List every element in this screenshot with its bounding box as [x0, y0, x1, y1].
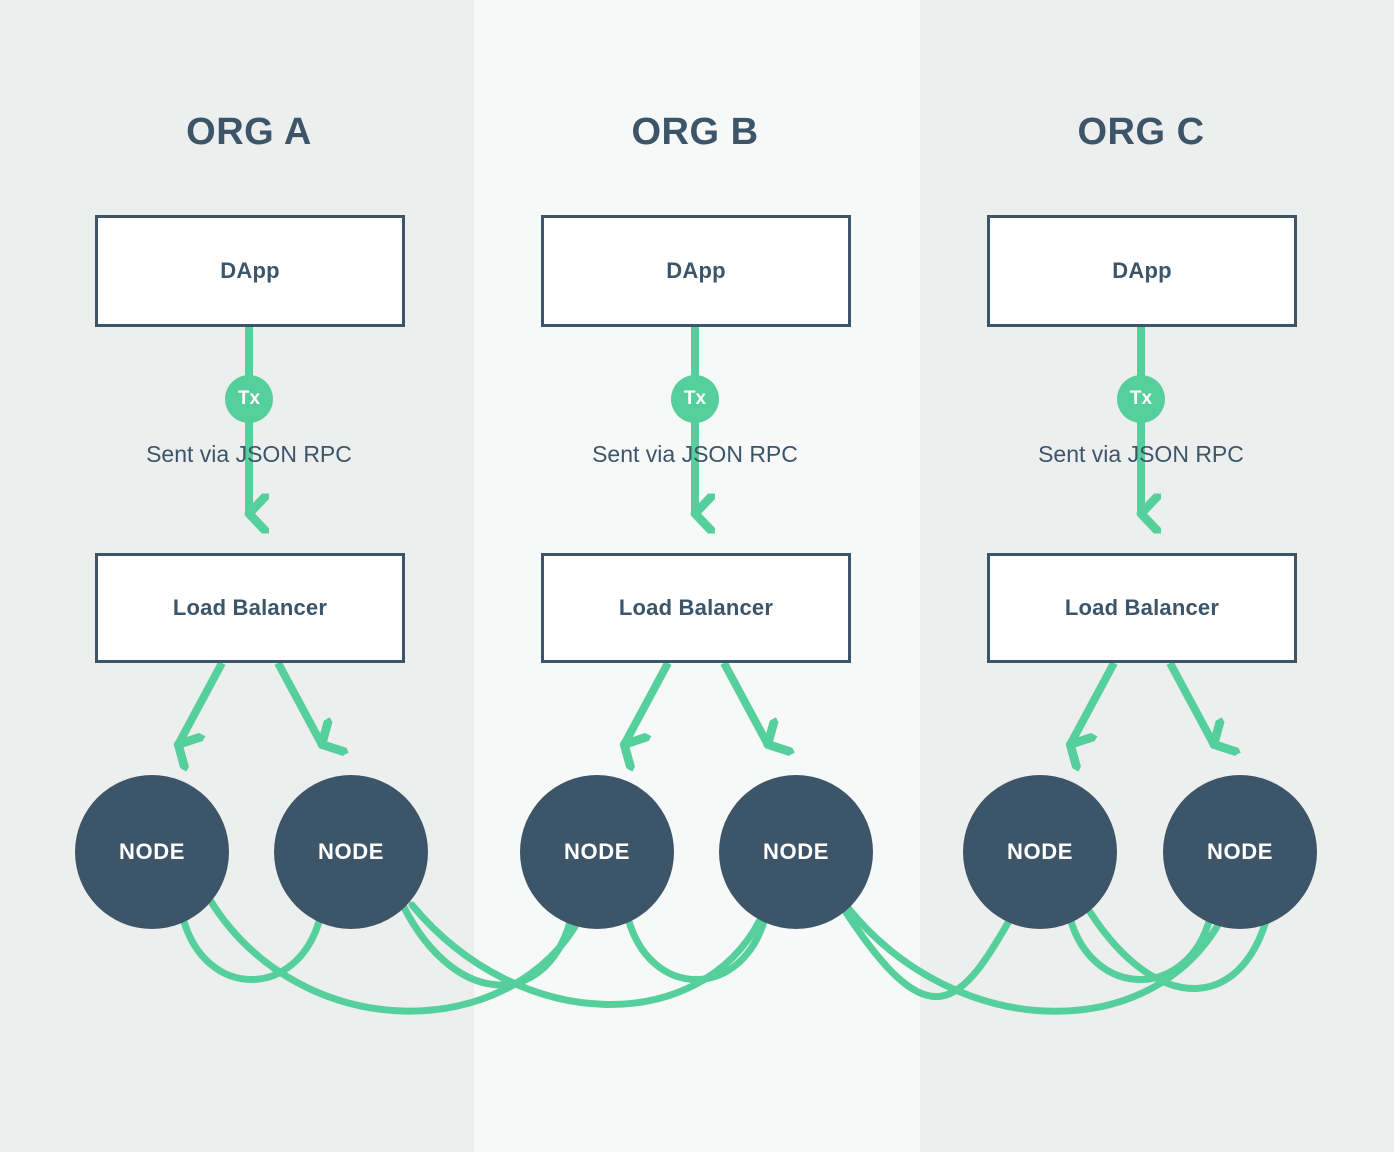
load-balancer-box-a[interactable]: Load Balancer: [95, 553, 405, 663]
tx-badge-c: Tx: [1117, 375, 1165, 423]
dapp-box-b[interactable]: DApp: [541, 215, 851, 327]
tx-badge-b: Tx: [671, 375, 719, 423]
node-a2[interactable]: NODE: [274, 775, 428, 929]
node-c1[interactable]: NODE: [963, 775, 1117, 929]
dapp-box-c[interactable]: DApp: [987, 215, 1297, 327]
org-title-b: ORG B: [631, 111, 759, 153]
load-balancer-box-c[interactable]: Load Balancer: [987, 553, 1297, 663]
node-a1[interactable]: NODE: [75, 775, 229, 929]
tx-badge-a: Tx: [225, 375, 273, 423]
node-b1[interactable]: NODE: [520, 775, 674, 929]
node-c2[interactable]: NODE: [1163, 775, 1317, 929]
node-b2[interactable]: NODE: [719, 775, 873, 929]
rpc-label-c: Sent via JSON RPC: [1038, 441, 1244, 467]
load-balancer-box-b[interactable]: Load Balancer: [541, 553, 851, 663]
rpc-label-a: Sent via JSON RPC: [146, 441, 352, 467]
org-title-a: ORG A: [186, 111, 312, 153]
org-title-c: ORG C: [1077, 111, 1205, 153]
dapp-box-a[interactable]: DApp: [95, 215, 405, 327]
rpc-label-b: Sent via JSON RPC: [592, 441, 798, 467]
